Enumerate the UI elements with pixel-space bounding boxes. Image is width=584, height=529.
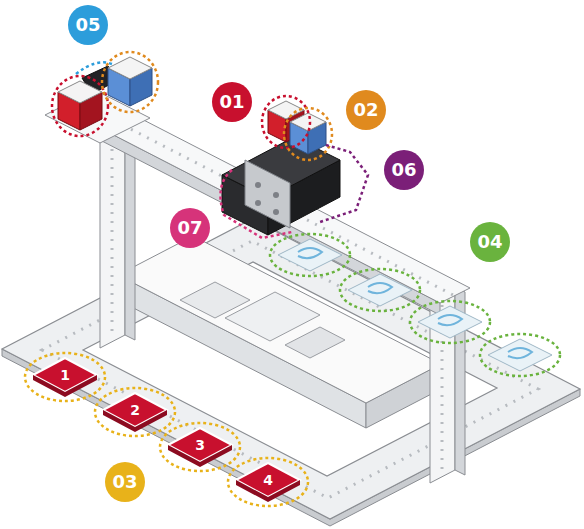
tile-number: 2 (128, 402, 142, 418)
top-left-modules (52, 52, 158, 136)
callout-number: 02 (346, 90, 386, 130)
callout-number: 06 (384, 150, 424, 190)
callout-number: 01 (212, 82, 252, 122)
frame-posts (100, 122, 465, 483)
number-tiles (25, 353, 308, 506)
callout-number: 07 (170, 208, 210, 248)
top-beam (45, 90, 470, 315)
callout-number: 05 (68, 5, 108, 45)
callout-number: 03 (105, 462, 145, 502)
tile-number: 4 (261, 472, 275, 488)
sensor-tiles (270, 234, 560, 376)
tile-number: 1 (58, 367, 72, 383)
callout-number: 04 (470, 222, 510, 262)
tile-number: 3 (193, 437, 207, 453)
base-frame (2, 219, 580, 526)
